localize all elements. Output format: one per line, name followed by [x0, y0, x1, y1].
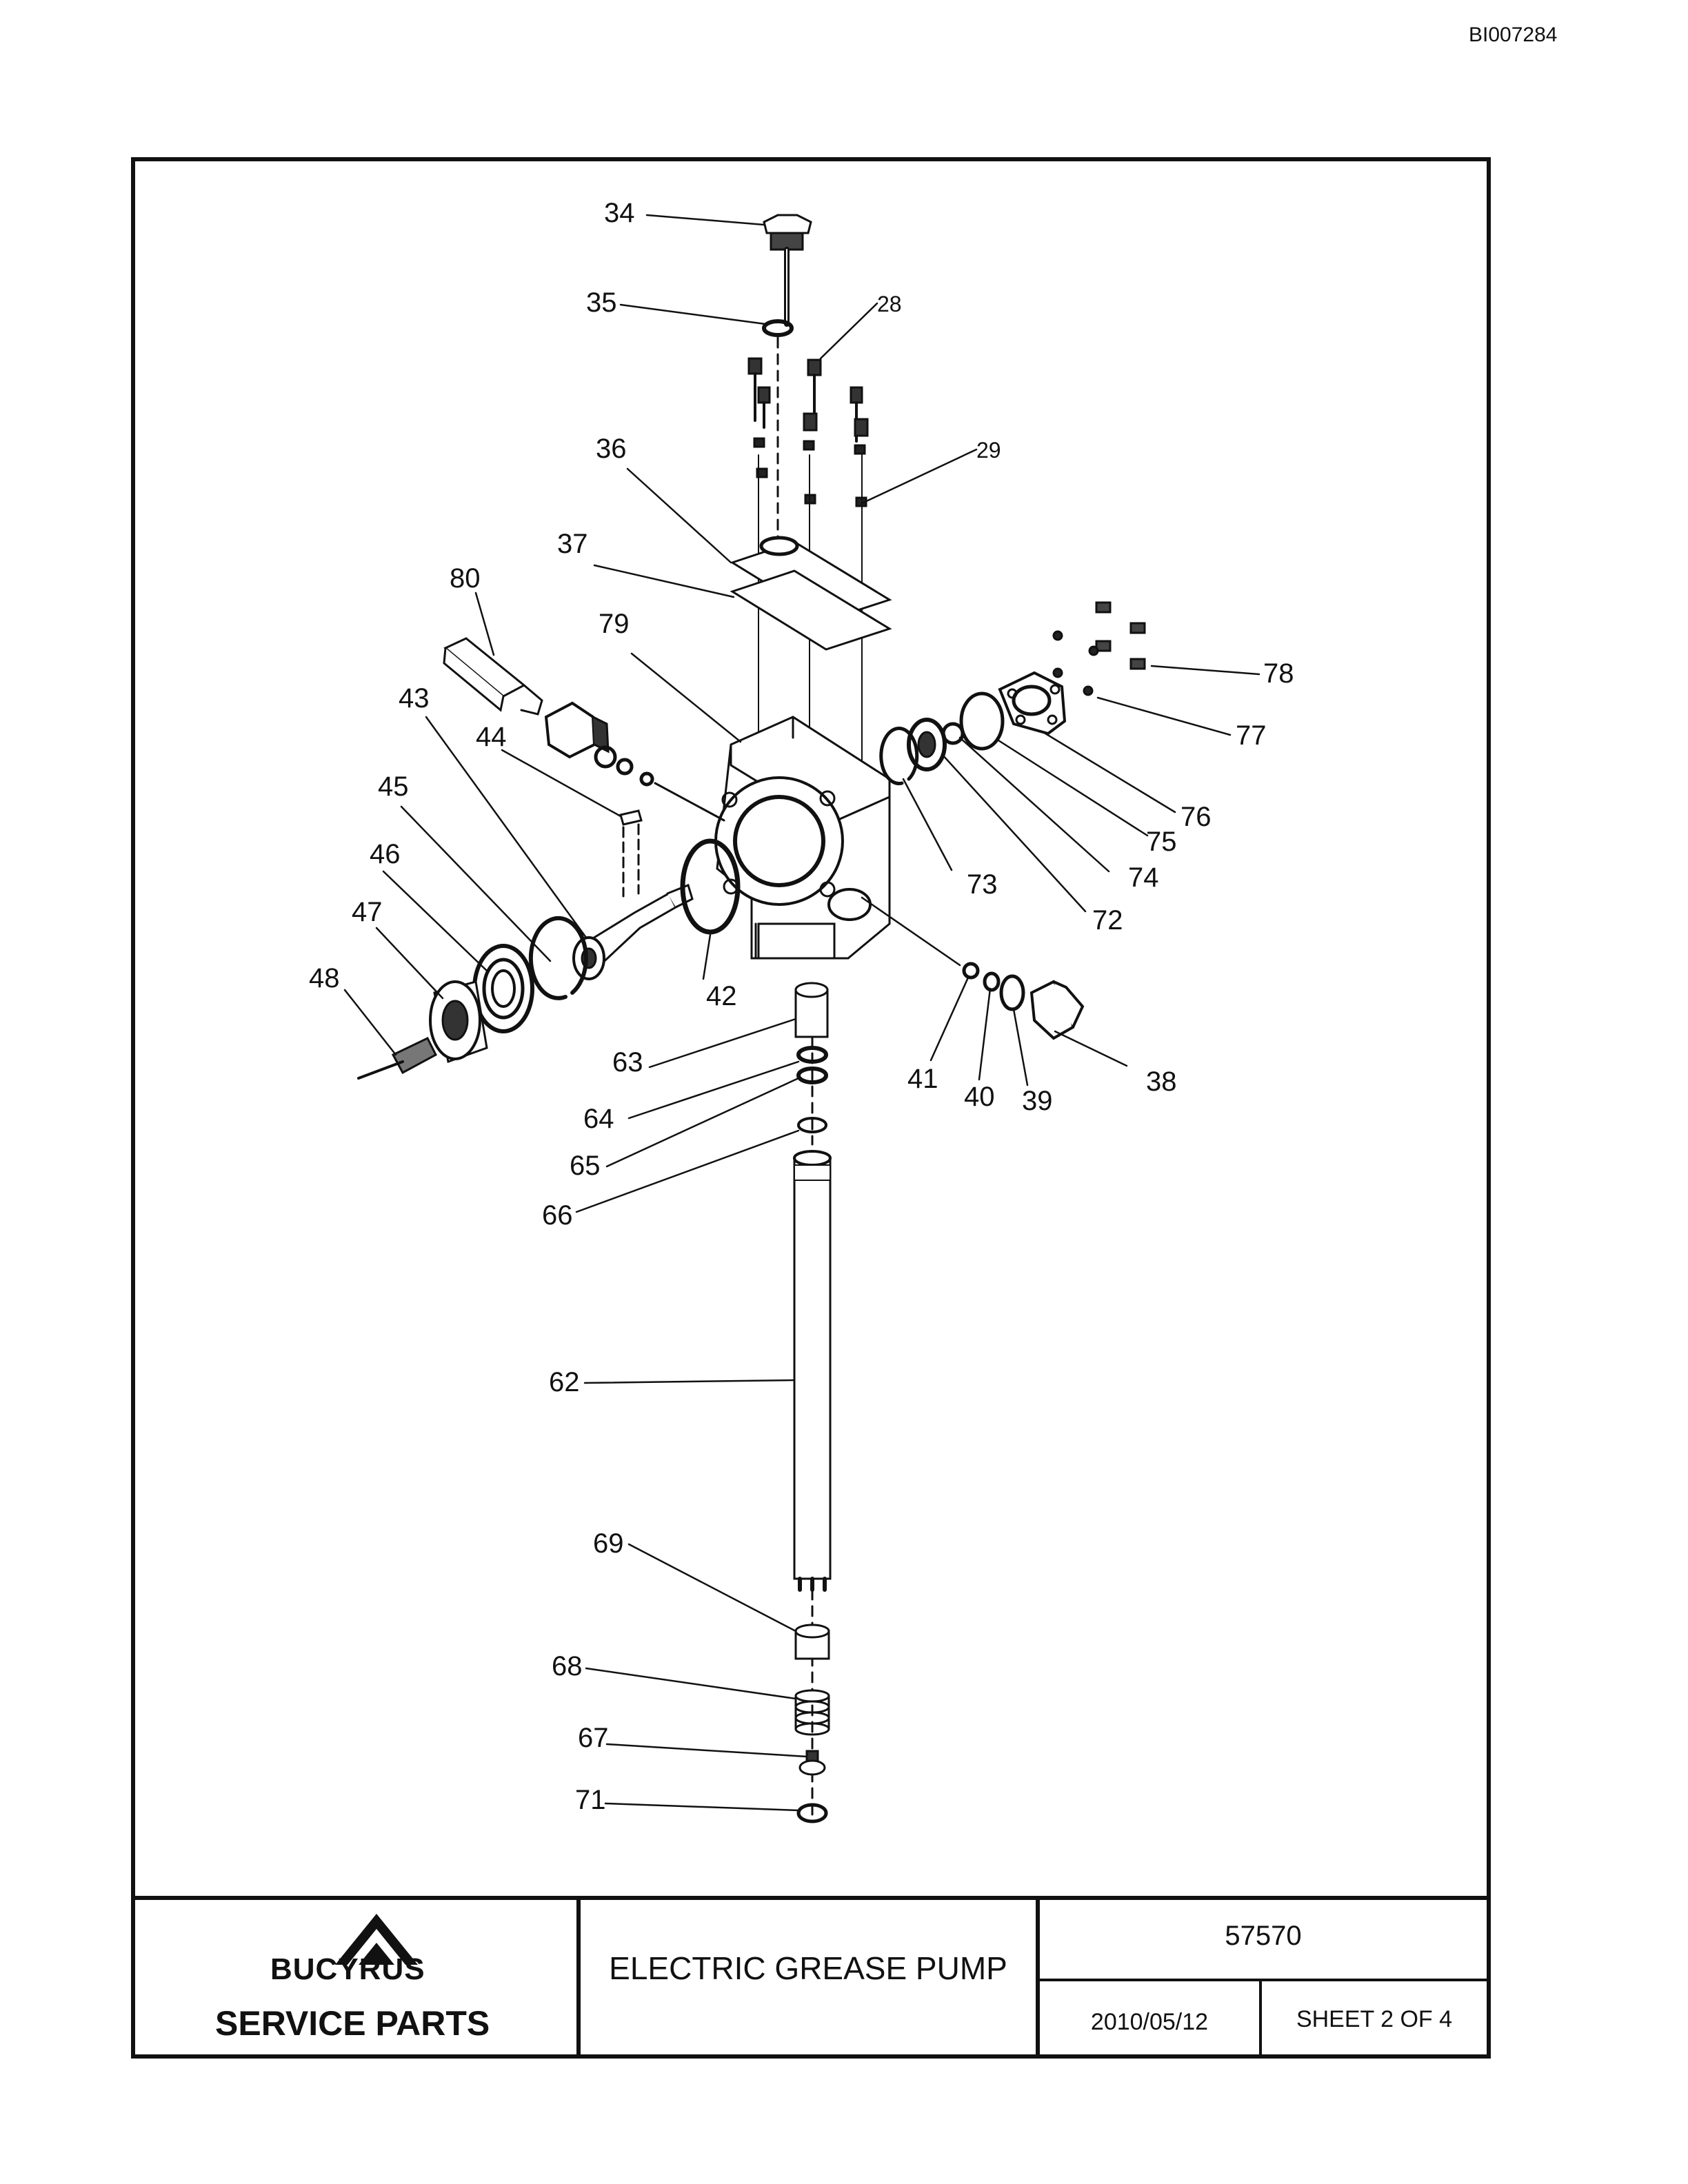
callout-72: 72: [1092, 905, 1123, 936]
service-parts-label: SERVICE PARTS: [215, 2004, 490, 2043]
bucyrus-logo-icon: [335, 1914, 418, 1965]
drawing-date: 2010/05/12: [1090, 2009, 1209, 2035]
part-35-washer: [762, 319, 794, 337]
drawing-title: ELECTRIC GREASE PUMP: [609, 1950, 1007, 1986]
callout-69: 69: [593, 1528, 624, 1559]
callout-35: 35: [586, 287, 617, 318]
callout-40: 40: [964, 1082, 995, 1112]
part-67-valve: [798, 1750, 826, 1776]
part-76-end-cap: [998, 671, 1067, 736]
part-80-wrench: [443, 637, 543, 716]
callout-80: 80: [450, 563, 481, 594]
part-37-gasket: [730, 569, 892, 651]
callout-65: 65: [570, 1151, 601, 1181]
leader-lines: [343, 214, 1260, 1812]
callout-28: 28: [877, 292, 902, 316]
callouts: 34 35 28 29 36 37 80 79 43 44 45 46 47 4…: [309, 198, 1294, 1815]
callout-71: 71: [575, 1785, 606, 1815]
callout-64: 64: [583, 1104, 614, 1134]
part-63-sleeve: [794, 982, 829, 1038]
callout-41: 41: [907, 1064, 938, 1094]
callout-76: 76: [1180, 802, 1212, 832]
part-42-oring: [680, 838, 741, 935]
brand-name: BUCYRUS: [270, 1952, 425, 1986]
part-45-snap-ring: [528, 916, 588, 1000]
callout-39: 39: [1022, 1086, 1053, 1116]
part-68-spring: [794, 1689, 830, 1736]
part-fitting-left: [544, 701, 725, 822]
callout-45: 45: [378, 771, 409, 802]
callout-29: 29: [976, 438, 1001, 463]
part-48-shaft-end: [357, 1037, 437, 1080]
callout-44: 44: [476, 722, 507, 752]
callout-63: 63: [612, 1047, 643, 1078]
part-73-snap-ring: [879, 727, 919, 786]
callout-77: 77: [1236, 720, 1267, 751]
callout-37: 37: [557, 529, 588, 559]
callout-75: 75: [1146, 827, 1177, 857]
callout-62: 62: [549, 1367, 580, 1397]
callout-38: 38: [1146, 1066, 1177, 1097]
title-block-sheet-cell: SHEET 2 OF 4: [1262, 1981, 1487, 2054]
document-id: BI007284: [1469, 23, 1558, 46]
part-number: 57570: [1225, 1921, 1302, 1951]
part-69-sleeve: [794, 1624, 830, 1660]
part-47-seal: [429, 980, 488, 1063]
callout-48: 48: [309, 963, 340, 993]
parts-28-29-bolts: [747, 357, 869, 787]
callout-73: 73: [967, 869, 998, 900]
part-44-key: [619, 809, 643, 898]
part-71-oring: [796, 1803, 828, 1823]
part-38-plug: [1029, 980, 1085, 1040]
callout-34: 34: [604, 198, 635, 228]
part-41-oring: [962, 962, 980, 980]
callout-79: 79: [599, 609, 630, 639]
callout-66: 66: [542, 1200, 573, 1231]
title-block-number-cell: 57570: [1040, 1900, 1487, 1981]
title-block: BUCYRUS SERVICE PARTS ELECTRIC GREASE PU…: [131, 1896, 1491, 2059]
title-block-logo-cell: BUCYRUS SERVICE PARTS: [135, 1900, 581, 2054]
callout-78: 78: [1263, 658, 1294, 689]
part-79-housing: [714, 716, 891, 960]
part-46-bearing: [472, 944, 534, 1033]
callout-43: 43: [399, 683, 430, 714]
callout-42: 42: [706, 981, 737, 1011]
callout-67: 67: [578, 1723, 609, 1753]
callout-36: 36: [596, 434, 627, 464]
part-62-tube: [793, 1150, 832, 1592]
callout-47: 47: [352, 897, 383, 927]
sheet-number: SHEET 2 OF 4: [1296, 2006, 1453, 2032]
part-43-shaft: [572, 883, 694, 980]
title-block-date-cell: 2010/05/12: [1040, 1981, 1262, 2054]
part-39-oring: [999, 974, 1025, 1011]
callout-46: 46: [370, 839, 401, 869]
part-75-oring: [959, 691, 1005, 751]
parts-77-78-screws: [1052, 601, 1146, 696]
callout-68: 68: [552, 1651, 583, 1681]
title-block-title-cell: ELECTRIC GREASE PUMP: [581, 1900, 1040, 2054]
callout-74: 74: [1128, 862, 1159, 893]
part-34-cap: [763, 214, 812, 327]
part-40-washer: [983, 971, 1001, 992]
